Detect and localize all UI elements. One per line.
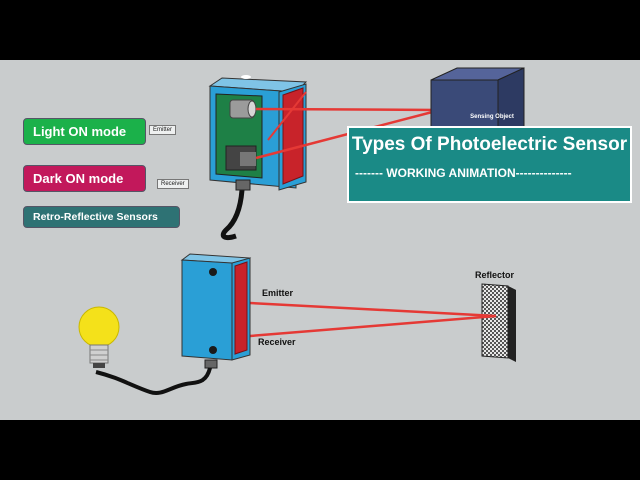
receiver-beam-label: Receiver — [258, 337, 296, 347]
thru-beam-sensor — [208, 75, 308, 191]
reflector-panel — [481, 283, 516, 362]
bulb-cable — [95, 367, 212, 395]
dark-on-mode-button[interactable]: Dark ON mode — [23, 165, 146, 192]
light-on-mode-button[interactable]: Light ON mode — [23, 118, 146, 145]
sensor-cable — [220, 189, 245, 241]
retro-reflective-button[interactable]: Retro-Reflective Sensors — [23, 206, 180, 228]
page-subtitle: ------- WORKING ANIMATION-------------- — [355, 166, 572, 180]
title-panel: Types Of Photoelectric Sensor ------- WO… — [347, 126, 632, 203]
diagram-svg — [78, 67, 525, 395]
indicator-bulb — [78, 306, 120, 368]
reflector-label: Reflector — [475, 270, 515, 280]
emitter-beam-label: Emitter — [262, 288, 294, 298]
sensing-object-label: Sensing Object — [470, 114, 514, 120]
light-on-mode-label: Light ON mode — [33, 124, 127, 139]
emit-beam — [255, 107, 441, 112]
dark-on-mode-label: Dark ON mode — [33, 171, 124, 186]
emitter-tag: Emitter — [149, 125, 177, 135]
retro-reflective-label: Retro-Reflective Sensors — [33, 211, 158, 223]
receiver-tag: Receiver — [157, 179, 189, 189]
diagram-stage — [0, 60, 640, 420]
page-title: Types Of Photoelectric Sensor — [351, 134, 628, 155]
retro-sensor — [180, 253, 252, 369]
